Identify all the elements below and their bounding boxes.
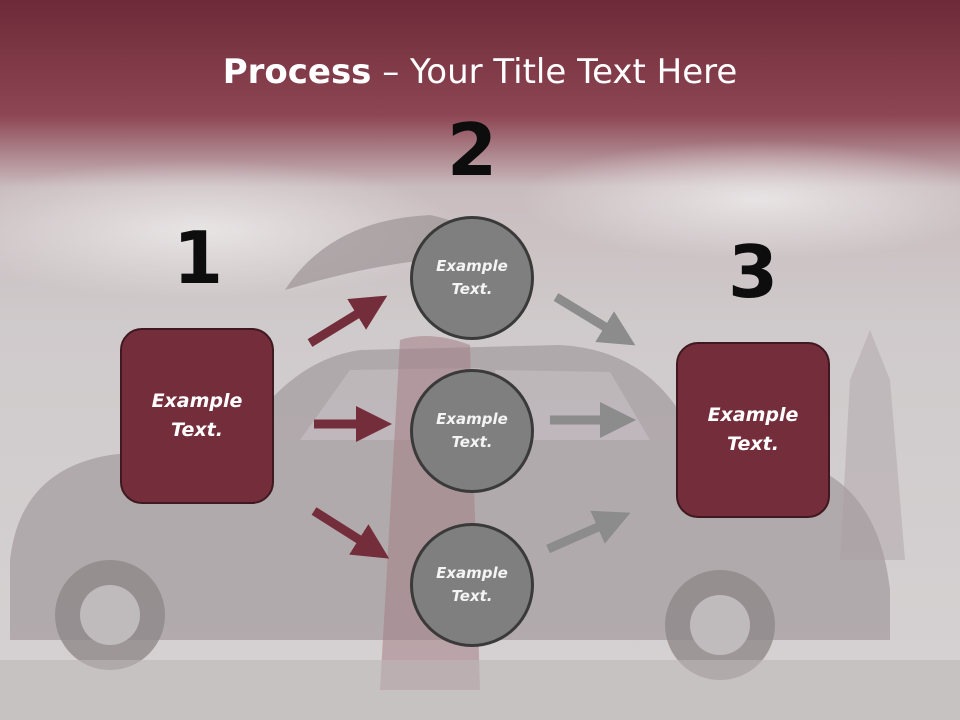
step-number-1: 1 (172, 216, 224, 300)
step-1-box: Example Text. (120, 328, 274, 504)
step-3-box-line2: Text. (727, 433, 779, 455)
circle-middle-line1: Example (436, 410, 508, 428)
arrow-bottom-to-right (546, 510, 631, 554)
step-1-box-line2: Text. (171, 419, 223, 441)
step-2-circle-middle: Example Text. (410, 369, 534, 493)
arrow-top-to-right (553, 293, 636, 346)
circle-top-line1: Example (436, 257, 508, 275)
circle-middle-line2: Text. (451, 433, 493, 451)
step-3-box-line1: Example (707, 404, 799, 426)
step-1-box-line1: Example (151, 390, 243, 412)
step-number-3: 3 (727, 230, 779, 314)
title-rest: – Your Title Text Here (371, 52, 738, 92)
step-number-2: 2 (446, 108, 498, 192)
step-2-circle-top: Example Text. (410, 216, 534, 340)
circle-top-line2: Text. (451, 280, 493, 298)
title-bold: Process (222, 52, 372, 92)
step-3-box: Example Text. (676, 342, 830, 518)
circle-bottom-line1: Example (436, 564, 508, 582)
slide-title: Process – Your Title Text Here (0, 52, 960, 92)
step-2-circle-bottom: Example Text. (410, 523, 534, 647)
circle-bottom-line2: Text. (451, 587, 493, 605)
arrow-left-to-top (307, 295, 388, 347)
arrow-left-to-bottom (311, 507, 390, 559)
